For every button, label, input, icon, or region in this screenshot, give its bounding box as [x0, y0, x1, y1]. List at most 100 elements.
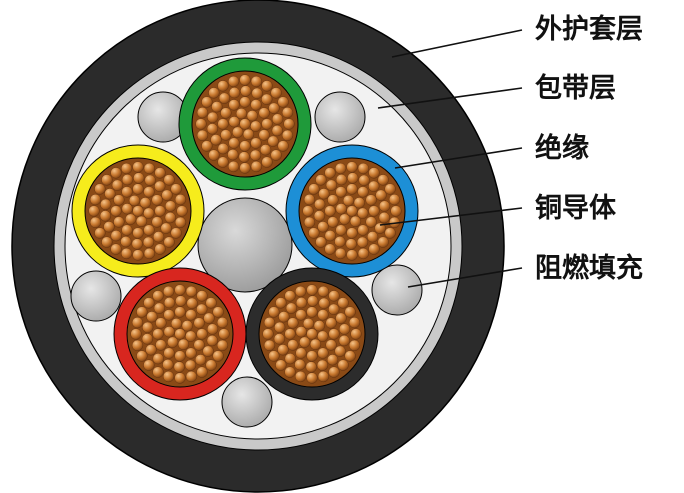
leader-line-wrapping-tape — [377, 87, 523, 109]
copper-strand — [324, 205, 336, 217]
copper-strand — [143, 224, 155, 236]
copper-strand — [337, 297, 349, 309]
copper-strand — [317, 221, 329, 233]
copper-strand — [196, 129, 209, 142]
conductor-core-blue — [285, 144, 419, 278]
copper-strand — [258, 129, 270, 141]
copper-strand — [167, 336, 179, 348]
copper-strand — [136, 350, 148, 362]
copper-strand — [358, 174, 370, 186]
copper-strand — [152, 328, 164, 340]
copper-strand — [316, 359, 329, 371]
copper-strand — [132, 183, 144, 195]
filler-rod — [70, 270, 122, 322]
copper-strand — [154, 180, 166, 192]
conductor-core-red — [113, 267, 247, 401]
copper-strand — [274, 321, 286, 334]
copper-strand — [335, 312, 347, 324]
copper-strand — [377, 174, 389, 186]
copper-strand — [181, 320, 193, 332]
copper-strand — [287, 317, 299, 329]
copper-strand — [306, 284, 318, 296]
copper-strand — [325, 317, 337, 329]
copper-strand — [306, 306, 318, 318]
filler-rods — [70, 91, 423, 428]
copper-strand — [308, 183, 320, 195]
copper-strand — [203, 312, 215, 324]
copper-strand — [160, 222, 172, 234]
copper-strand — [368, 205, 380, 217]
copper-strand — [271, 125, 283, 137]
copper-strand — [196, 366, 208, 378]
copper-strand — [196, 328, 208, 340]
copper-strand — [281, 129, 294, 142]
copper-strand — [324, 167, 336, 179]
label-wrapping-tape: 包带层 — [535, 72, 616, 104]
copper-strand — [270, 149, 282, 161]
copper-strand — [165, 200, 177, 212]
copper-strand — [268, 306, 280, 318]
copper-strand — [170, 318, 183, 330]
copper-strand — [284, 366, 296, 378]
copper-strand — [283, 118, 295, 130]
copper-strand — [342, 195, 355, 207]
copper-strand — [185, 285, 198, 298]
copper-strand — [272, 113, 284, 125]
copper-strand — [154, 205, 166, 217]
copper-strand — [327, 216, 339, 228]
copper-strand — [344, 306, 356, 318]
copper-strand — [356, 236, 369, 248]
copper-strand — [384, 227, 396, 239]
copper-strand — [390, 205, 402, 217]
copper-strand — [232, 126, 244, 138]
conductor-cores — [71, 57, 419, 401]
copper-strand — [173, 361, 185, 373]
copper-strand — [268, 102, 280, 114]
copper-strand — [285, 302, 298, 314]
copper-strand — [164, 212, 176, 224]
copper-strand — [353, 197, 365, 209]
copper-strand — [367, 231, 379, 243]
copper-strand — [227, 149, 239, 161]
copper-strand — [339, 323, 351, 335]
copper-strand — [235, 107, 248, 120]
copper-strand — [185, 370, 198, 383]
copper-strand — [250, 75, 263, 88]
copper-strand — [155, 339, 167, 351]
copper-strand — [151, 216, 163, 228]
copper-strand — [163, 297, 176, 309]
label-copper-conductor: 铜导体 — [535, 193, 617, 224]
copper-strand — [216, 317, 229, 329]
copper-strand — [325, 179, 338, 191]
copper-strand — [201, 140, 213, 152]
copper-strand — [228, 99, 240, 111]
copper-strand — [246, 110, 258, 122]
copper-strand — [317, 347, 329, 359]
copper-strand — [328, 366, 340, 378]
copper-strand — [176, 205, 188, 217]
conductor-core-black — [245, 267, 379, 401]
copper-strand — [277, 96, 289, 108]
copper-strand — [153, 302, 166, 314]
filler-rod — [371, 264, 423, 316]
copper-strand — [186, 297, 198, 309]
copper-strand — [228, 75, 240, 88]
copper-strand — [347, 172, 359, 184]
leader-line-filler — [407, 267, 523, 288]
copper-strand — [357, 247, 370, 260]
copper-strand — [174, 350, 186, 362]
copper-strand — [154, 167, 166, 179]
copper-strand — [185, 330, 197, 342]
copper-strand — [174, 306, 186, 318]
copper-strand — [335, 203, 347, 215]
copper-strand — [228, 87, 241, 99]
copper-strand — [228, 137, 240, 149]
copper-strand — [201, 96, 213, 108]
copper-strand — [315, 236, 327, 248]
copper-strand — [212, 306, 224, 318]
copper-strand — [239, 140, 251, 152]
copper-strand — [339, 213, 351, 225]
copper-strand — [170, 227, 182, 239]
copper-strand — [228, 160, 240, 173]
